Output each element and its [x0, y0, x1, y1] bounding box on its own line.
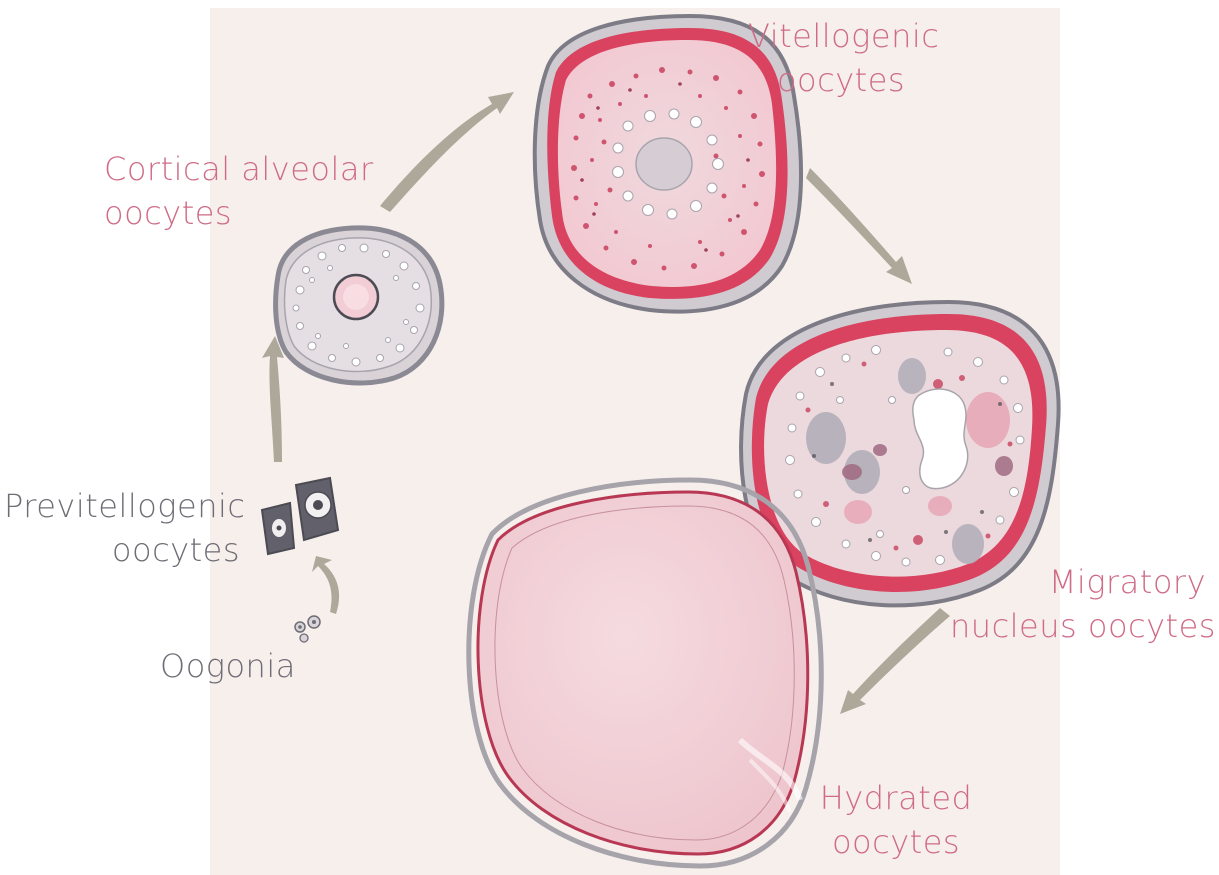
arrow-previtellogenic-to-cortical: [262, 336, 284, 462]
label-hydrated: Hydrated oocytes: [806, 776, 986, 864]
label-previtellogenic: Previtellogenic oocytes: [4, 484, 240, 572]
label-oogonia: Oogonia: [160, 644, 296, 688]
label-migratory-nucleus-line2: nucleus oocytes: [950, 604, 1206, 648]
arrow-migratory-to-hydrated: [840, 608, 950, 714]
label-vitellogenic: Vitellogenic oocytes: [748, 14, 934, 102]
hydrated-oocyte: [469, 480, 821, 866]
label-cortical-alveolar: Cortical alveolar oocytes: [104, 147, 374, 235]
previtellogenic-oocytes: [262, 478, 338, 554]
label-vitellogenic-line1: Vitellogenic: [748, 14, 934, 58]
cortical-alveolar-oocyte: [276, 228, 442, 383]
label-previtellogenic-line2: oocytes: [4, 528, 240, 572]
label-migratory-nucleus: Migratory nucleus oocytes: [950, 560, 1206, 648]
label-cortical-alveolar-line1: Cortical alveolar: [104, 147, 374, 191]
arrow-cortical-to-vitellogenic: [380, 92, 514, 212]
label-vitellogenic-line2: oocytes: [748, 58, 934, 102]
arrow-oogonia-to-previtellogenic: [312, 556, 339, 614]
arrow-vitellogenic-to-migratory: [806, 168, 912, 284]
label-previtellogenic-line1: Previtellogenic: [4, 484, 240, 528]
label-cortical-alveolar-line2: oocytes: [104, 191, 374, 235]
label-migratory-nucleus-line1: Migratory: [950, 560, 1206, 604]
label-hydrated-line1: Hydrated: [806, 776, 986, 820]
label-oogonia-line1: Oogonia: [160, 644, 296, 688]
oogonia-cells: [295, 616, 320, 642]
label-hydrated-line2: oocytes: [806, 820, 986, 864]
